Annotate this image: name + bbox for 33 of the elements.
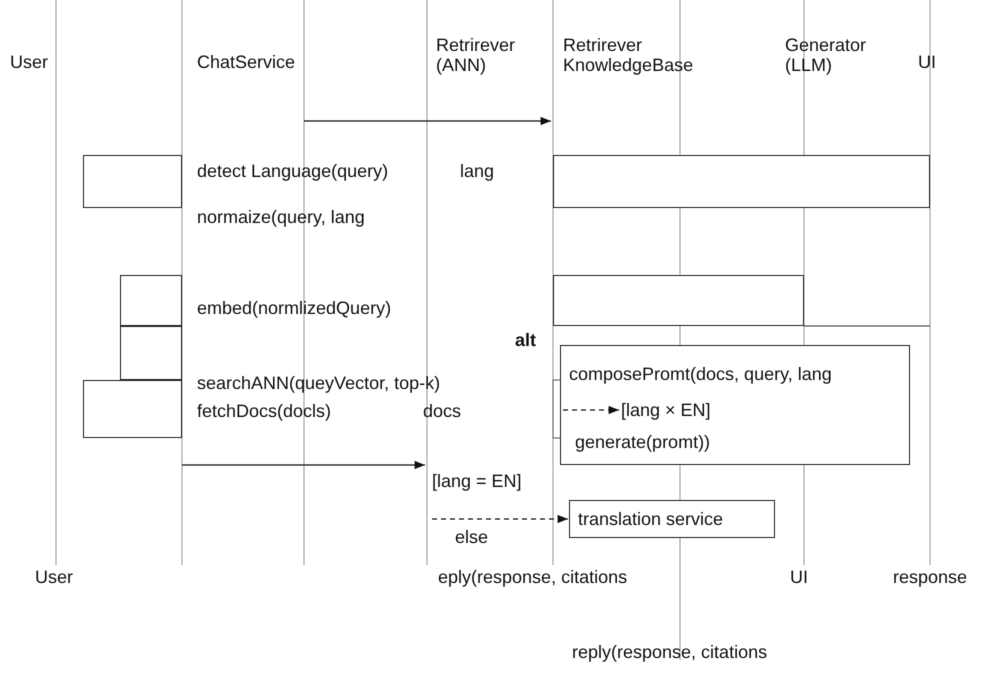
activation-box	[120, 326, 182, 380]
participant-label: UI	[790, 567, 808, 587]
dashed-arrow	[432, 514, 568, 524]
fragment-label: alt	[515, 330, 536, 350]
message-label: normaize(query, lang	[197, 207, 365, 227]
participant-label: Retrirever KnowledgeBase	[563, 35, 694, 75]
activation-box	[553, 275, 804, 326]
message-label: searchANN(queyVector, top-k)	[197, 373, 440, 393]
message-label: composePromt(docs, query, lang	[569, 364, 832, 384]
participant-label: Generator (LLM)	[785, 35, 868, 75]
return-label: docs	[423, 401, 462, 421]
message-label: embed(normlizedQuery)	[197, 298, 392, 318]
participant-label: User	[10, 52, 48, 72]
process-box: translation service	[569, 500, 775, 538]
participant-label: UI	[918, 52, 936, 72]
return-label: lang	[460, 161, 494, 181]
message-label: eply(response, citations	[438, 567, 628, 587]
else-label: else	[455, 527, 488, 547]
activation-box	[553, 155, 930, 208]
participant-label: ChatService	[197, 52, 296, 72]
participant-label: User	[35, 567, 74, 587]
activation-box	[83, 380, 182, 438]
guard-condition: [lang = EN]	[432, 471, 522, 491]
alt-frame	[560, 345, 910, 465]
message-label: reply(response, citations	[572, 642, 768, 662]
activation-box	[83, 155, 182, 208]
message-label: fetchDocs(docls)	[197, 401, 332, 421]
message-label: generate(promt))	[575, 432, 710, 452]
activation-box	[120, 275, 182, 326]
participant-label: Retrirever (ANN)	[436, 35, 516, 75]
dashed-arrow	[563, 406, 619, 414]
message-label: detect Language(query)	[197, 161, 388, 181]
return-label: response	[893, 567, 968, 587]
